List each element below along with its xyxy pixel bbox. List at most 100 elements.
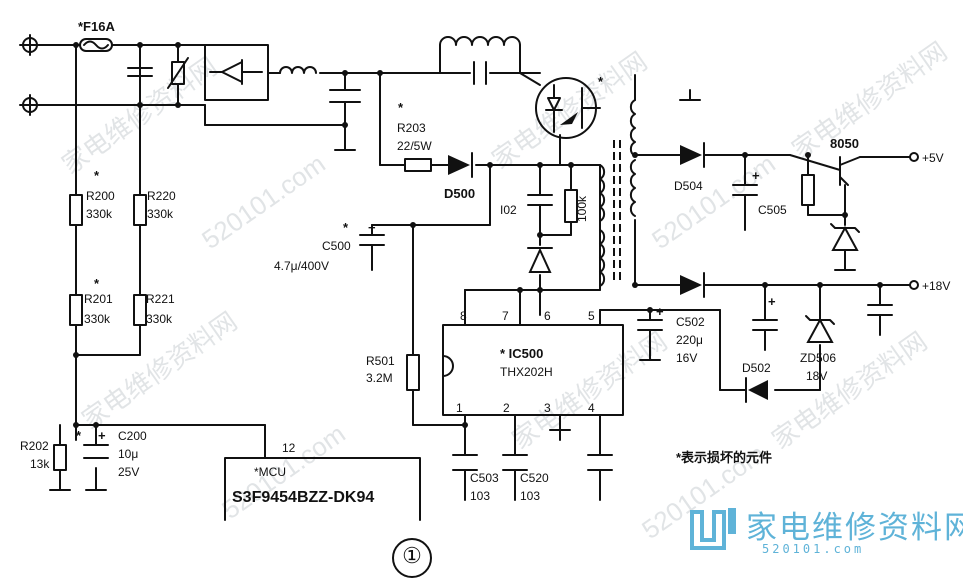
c200-voltage: 25V	[118, 465, 139, 479]
watermark-text: 家电维修资料网	[486, 46, 652, 175]
mcu-part: S3F9454BZZ-DK94	[232, 489, 374, 506]
page-number: ①	[392, 538, 432, 578]
capacitor-c200: + * C200 10μ 25V	[76, 428, 147, 491]
c520-value: 103	[520, 489, 540, 503]
c200-name: C200	[118, 429, 147, 443]
capacitor-c520: C520 103	[502, 454, 549, 503]
resistor-r202: R202 13k	[20, 439, 71, 491]
site-logo: 家电维修资料网 520101.com	[688, 498, 963, 560]
top-capacitor	[473, 61, 487, 85]
r203-mark: *	[398, 100, 404, 115]
c520-name: C520	[520, 471, 549, 485]
varistor	[167, 57, 189, 89]
resistor-r221: R221 330k	[133, 292, 175, 326]
mcu-pin: 12	[282, 441, 296, 455]
mosfet-mark: *	[598, 74, 604, 89]
resistor-r501: R501 3.2M	[366, 354, 420, 391]
output-5v: +5V	[909, 151, 944, 165]
r221-value: 330k	[146, 312, 173, 326]
diode-d502: D502	[742, 361, 771, 403]
logo-icon	[690, 508, 736, 550]
r200-mark: *	[94, 168, 100, 183]
r201-value: 330k	[84, 312, 111, 326]
r221-name: R221	[146, 292, 175, 306]
r200-value: 330k	[86, 207, 113, 221]
zd506-value: 18V	[806, 369, 827, 383]
capacitor-i02: I02	[500, 194, 553, 217]
capacitor-c500: + * C500 4.7μ/400V	[274, 220, 385, 273]
svg-text:+: +	[368, 220, 376, 235]
resistor-r220: R220 330k	[133, 189, 176, 226]
c503-name: C503	[470, 471, 499, 485]
resistor-100k: 100k	[564, 189, 589, 223]
zener-5v	[830, 223, 860, 271]
d504-label: D504	[674, 179, 703, 193]
c500-value: 4.7μ/400V	[274, 259, 329, 273]
capacitor-18v-filter: +	[752, 294, 893, 331]
r203-name: R203	[397, 121, 426, 135]
r201-name: R201	[84, 292, 113, 306]
r200-name: R200	[86, 189, 115, 203]
resistor-r200: * R200 330k	[69, 168, 115, 226]
r501-value: 3.2M	[366, 371, 393, 385]
watermark-text: 家电维修资料网	[786, 36, 952, 165]
capacitor-c505: + C505	[732, 168, 787, 217]
ic-pin-label: 7	[502, 309, 509, 323]
fuse-label: *F16A	[78, 19, 115, 34]
resistor-r201: * R201 330k	[69, 276, 113, 326]
ic-pin-label: 5	[588, 309, 595, 323]
svg-text:+: +	[98, 428, 106, 443]
d502-label: D502	[742, 361, 771, 375]
svg-text:+: +	[752, 168, 760, 183]
x-capacitor	[127, 67, 153, 77]
c200-mark: *	[76, 428, 82, 443]
filter-inductor	[279, 66, 317, 74]
transistor-label: 8050	[830, 136, 859, 151]
capacitor-c503: C503 103	[452, 454, 499, 503]
r202-value: 13k	[30, 457, 50, 471]
zd506-name: ZD506	[800, 351, 836, 365]
r220-value: 330k	[147, 207, 174, 221]
watermark-text: 520101.com	[196, 148, 330, 255]
junctions	[73, 42, 883, 428]
resistor-output	[801, 174, 815, 206]
mcu-block: 12 *MCU S3F9454BZZ-DK94	[224, 441, 421, 521]
mosfet: *	[535, 74, 604, 139]
ic-name: * IC500	[500, 346, 543, 361]
damaged-note: *表示损坏的元件	[676, 450, 772, 465]
capacitor-pin4	[587, 454, 613, 471]
c500-name: C500	[322, 239, 351, 253]
transistor-8050: 8050	[830, 136, 861, 186]
watermark-text: 520101.com	[646, 148, 780, 255]
diode-snubber	[527, 247, 553, 273]
svg-text:+: +	[768, 294, 776, 309]
c502-name: C502	[676, 315, 705, 329]
i02-name: I02	[500, 203, 517, 217]
fuse-f16a: *F16A	[78, 19, 115, 52]
ic-pin-label: 6	[544, 309, 551, 323]
diode-d500: D500	[444, 152, 475, 201]
svg-text:+: +	[656, 304, 664, 319]
ic-part: THX202H	[500, 365, 553, 379]
top-inductor	[439, 36, 521, 46]
ic-thx202h: 8 7 6 5 1 2 3 4 * IC500 THX202H	[442, 289, 624, 431]
transformer	[599, 99, 636, 287]
logo-text-cn: 家电维修资料网	[746, 510, 963, 546]
diode-d504: D504	[674, 142, 705, 193]
r100k-value: 100k	[575, 195, 589, 222]
capacitor-c502: + C502 220μ 16V	[637, 304, 705, 365]
ic-pin-label: 4	[588, 401, 595, 415]
ic-pin-label: 1	[456, 401, 463, 415]
r501-name: R501	[366, 354, 395, 368]
r202-name: R202	[20, 439, 49, 453]
bulk-capacitor	[329, 89, 361, 151]
output-18v: +18V	[909, 279, 950, 293]
c500-mark: *	[343, 220, 349, 235]
c503-value: 103	[470, 489, 490, 503]
c505-name: C505	[758, 203, 787, 217]
bridge-rectifier	[204, 44, 269, 101]
ic-pin-label: 8	[460, 309, 467, 323]
diode-18v	[680, 272, 705, 298]
ic-pin-label: 3	[544, 401, 551, 415]
